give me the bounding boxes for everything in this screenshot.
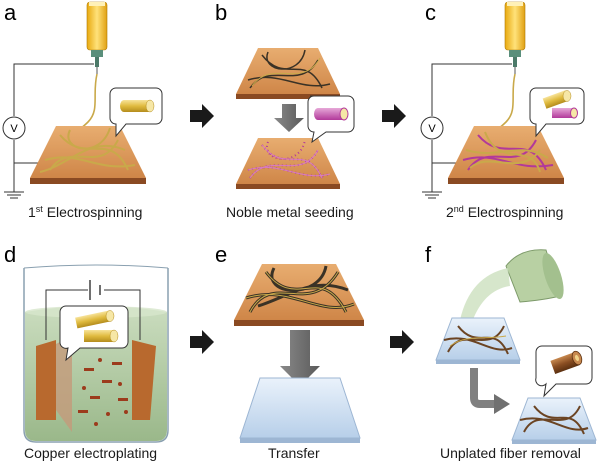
fiber-electrode bbox=[56, 336, 72, 432]
panel-a: V bbox=[2, 1, 163, 199]
process-arrow bbox=[280, 330, 320, 386]
caption-d: Copper electroplating bbox=[24, 445, 158, 461]
syringe-icon bbox=[504, 1, 526, 74]
seeded-substrate bbox=[236, 138, 340, 189]
panel-label-f: f bbox=[425, 242, 432, 267]
caption-c: 2nd Electrospinning bbox=[446, 204, 564, 220]
panel-label-e: e bbox=[215, 242, 227, 267]
collector-substrate bbox=[30, 126, 146, 184]
plated-fiber-callout bbox=[59, 305, 129, 362]
panel-e bbox=[234, 264, 364, 443]
glass-substrate bbox=[435, 317, 521, 364]
copper-ions bbox=[78, 358, 128, 426]
process-arrow bbox=[470, 368, 496, 408]
caption-a: 1st Electrospinning bbox=[28, 204, 143, 220]
battery-icon bbox=[89, 280, 101, 300]
svg-text:V: V bbox=[428, 123, 436, 135]
voltmeter-icon: V bbox=[420, 116, 444, 140]
seeded-fiber-callout bbox=[307, 95, 355, 144]
process-arrow-head bbox=[494, 394, 510, 414]
fiber-icon bbox=[120, 99, 155, 113]
seeded-fiber-icon bbox=[314, 107, 349, 121]
voltmeter-icon: V bbox=[2, 116, 26, 140]
plated-fiber-icon bbox=[550, 350, 583, 375]
svg-text:V: V bbox=[10, 123, 18, 135]
panel-b bbox=[236, 48, 355, 189]
fiber-substrate bbox=[236, 48, 340, 99]
step-arrow bbox=[190, 104, 214, 128]
fiber-icon bbox=[542, 90, 572, 109]
panel-c: V bbox=[420, 1, 585, 199]
step-arrow bbox=[190, 330, 214, 354]
step-arrow bbox=[390, 330, 414, 354]
solvent-stream bbox=[460, 268, 510, 322]
glass-substrate bbox=[511, 397, 597, 444]
copper-electrode bbox=[36, 340, 56, 420]
circuit-wire bbox=[431, 63, 512, 192]
plated-fiber-callout bbox=[535, 345, 593, 398]
fiber-callout bbox=[529, 87, 585, 138]
fiber-icon bbox=[75, 310, 115, 329]
syringe-icon bbox=[86, 1, 108, 74]
caption-e: Transfer bbox=[268, 445, 320, 461]
caption-f: Unplated fiber removal bbox=[440, 445, 581, 461]
ground-icon bbox=[422, 191, 442, 199]
plated-fiber-icon bbox=[84, 329, 119, 343]
process-arrow bbox=[274, 104, 304, 132]
caption-b: Noble metal seeding bbox=[226, 204, 354, 220]
plated-substrate bbox=[234, 264, 364, 326]
copper-electrode bbox=[132, 340, 156, 420]
circuit-wire bbox=[13, 63, 94, 192]
panel-f bbox=[435, 249, 597, 444]
panel-d bbox=[23, 264, 169, 443]
panel-label-c: c bbox=[425, 0, 436, 25]
ground-icon bbox=[4, 191, 24, 199]
glass-substrate bbox=[239, 377, 361, 443]
collector-substrate bbox=[448, 126, 564, 184]
step-arrow bbox=[382, 104, 406, 128]
circuit-wire bbox=[45, 289, 141, 340]
seeded-fiber-icon bbox=[552, 107, 578, 119]
panel-label-b: b bbox=[215, 0, 227, 25]
pour-container-icon bbox=[505, 249, 564, 303]
panel-label-d: d bbox=[4, 242, 16, 267]
fiber-callout bbox=[109, 87, 163, 138]
panel-label-a: a bbox=[4, 0, 17, 25]
